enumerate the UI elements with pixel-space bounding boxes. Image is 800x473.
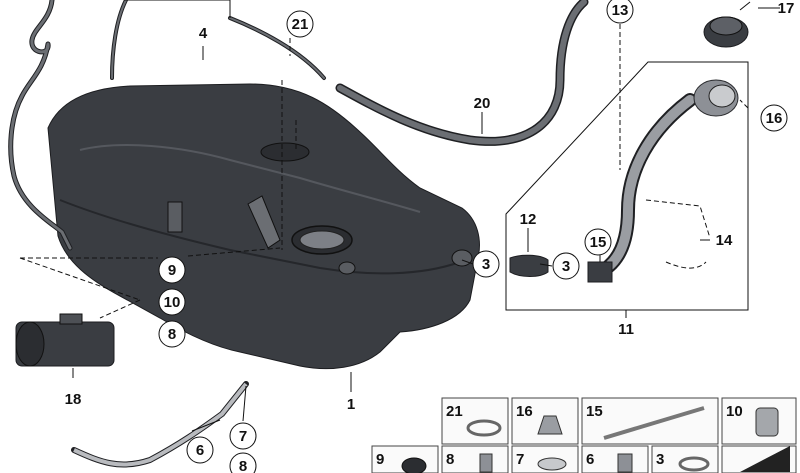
callout-16: 16 — [760, 104, 788, 132]
callout-7: 7 — [229, 422, 257, 450]
callout-16-label: 16 — [766, 110, 783, 127]
fuel-tank — [47, 83, 480, 370]
callout-14-label: 14 — [716, 232, 733, 249]
callout-4: 4 — [199, 25, 208, 42]
callout-10: 10 — [158, 288, 186, 316]
callout-18-label: 18 — [65, 391, 82, 408]
grid-label-3: 3 — [656, 451, 664, 468]
callout-3b: 3 — [552, 252, 580, 280]
callout-11-label: 11 — [618, 321, 634, 338]
callout-9: 9 — [158, 256, 186, 284]
vent-hose-left — [8, 0, 73, 251]
callout-11: 11 — [618, 321, 634, 338]
grid-label-6: 6 — [586, 451, 594, 468]
callout-3b-label: 3 — [562, 258, 570, 275]
callout-3a: 3 — [472, 250, 500, 278]
callout-12-label: 12 — [520, 211, 537, 228]
callout-6: 6 — [186, 436, 214, 464]
filler-cap — [703, 1, 751, 48]
callout-15: 15 — [584, 228, 612, 256]
callout-13-label: 13 — [612, 2, 629, 19]
grid-label-8: 8 — [446, 451, 454, 468]
filler-pipe-assembly — [505, 61, 749, 311]
callout-7-label: 7 — [239, 428, 247, 445]
grid-label-9: 9 — [376, 451, 384, 468]
callout-8b: 8 — [229, 452, 257, 473]
leader-lines — [19, 7, 780, 432]
callout-14: 14 — [716, 232, 733, 249]
breather-lines — [110, 0, 326, 80]
hose-20 — [335, 0, 589, 146]
callout-21: 21 — [286, 10, 314, 38]
callout-15-label: 15 — [590, 234, 607, 251]
grid-label-7: 7 — [516, 451, 524, 468]
callout-13: 13 — [606, 0, 634, 24]
tension-strap — [71, 381, 249, 468]
callout-4-label: 4 — [199, 25, 208, 42]
callout-8b-label: 8 — [239, 458, 247, 473]
callout-9-label: 9 — [168, 262, 176, 279]
callout-1-label: 1 — [347, 396, 355, 413]
callout-20: 20 — [474, 95, 491, 112]
grid-label-21: 21 — [446, 403, 463, 420]
grid-label-16: 16 — [516, 403, 533, 420]
callout-1: 1 — [347, 396, 355, 413]
callout-6-label: 6 — [196, 442, 204, 459]
carbon-canister — [15, 313, 115, 367]
small-parts-grid: 21 16 15 10 9 8 7 6 3 — [371, 397, 797, 473]
grid-cell-8 — [441, 445, 509, 473]
callout-3a-label: 3 — [482, 256, 490, 273]
callout-20-label: 20 — [474, 95, 491, 112]
grid-cell-6 — [581, 445, 649, 473]
callout-10-label: 10 — [164, 294, 181, 311]
grid-label-10: 10 — [726, 403, 743, 420]
callout-8a-label: 8 — [168, 326, 176, 343]
callout-12: 12 — [520, 211, 537, 228]
callout-21-label: 21 — [292, 16, 309, 33]
callout-17-label: 17 — [778, 0, 795, 17]
callout-8a: 8 — [158, 320, 186, 348]
callout-18: 18 — [65, 391, 82, 408]
grid-label-15: 15 — [586, 403, 603, 420]
callout-17: 17 — [778, 0, 795, 17]
